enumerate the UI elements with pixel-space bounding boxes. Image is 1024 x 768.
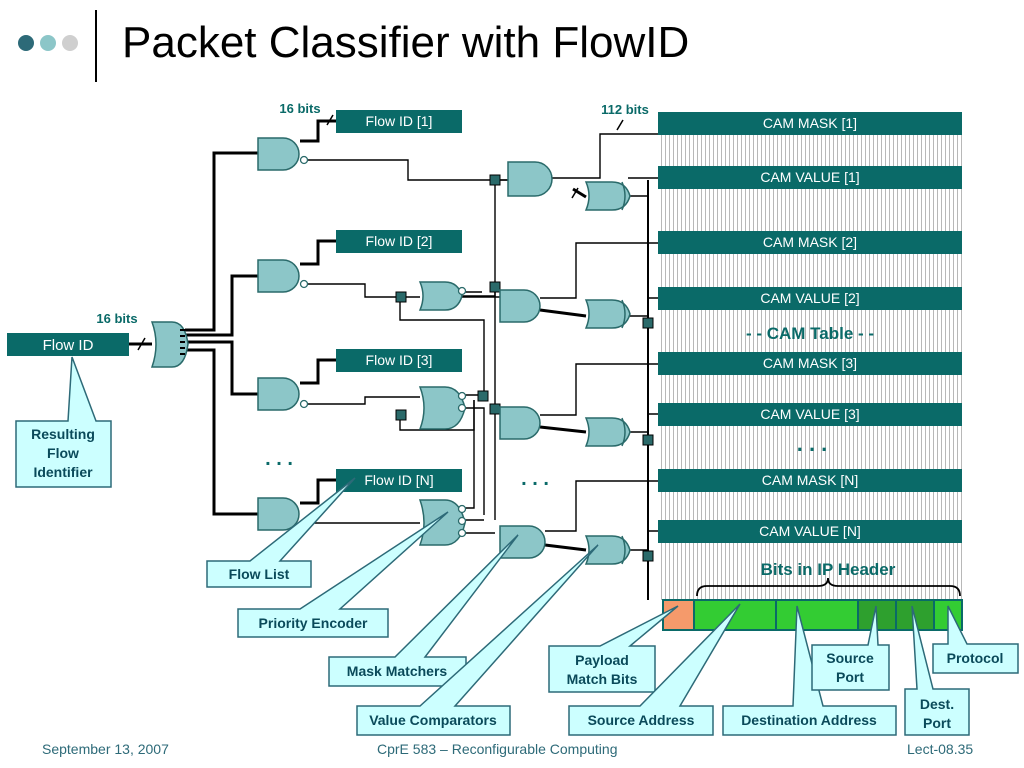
- flow-id-1-box: [336, 110, 462, 133]
- bits112-label: 112 bits: [601, 102, 649, 117]
- flow-id-1-label: Flow ID [1]: [366, 113, 433, 129]
- dots-mid: . . .: [521, 468, 549, 490]
- cam-mask-2-box: [658, 231, 962, 254]
- cam-rows: CAM MASK [1] CAM VALUE [1] CAM MASK [2] …: [658, 112, 962, 543]
- callout-mask-matchers-text: Mask Matchers: [347, 663, 448, 679]
- callout-source-port: [811, 605, 890, 691]
- callout-flow-list: [206, 477, 356, 588]
- footer-course: CprE 583 – Reconfigurable Computing: [377, 741, 618, 757]
- output-or-gate-lines: [180, 329, 185, 355]
- slide-title: Packet Classifier with FlowID: [122, 18, 690, 67]
- callout-payload: [548, 605, 679, 693]
- callout-protocol: [932, 605, 1019, 674]
- cam-mask-3-box: [658, 352, 962, 375]
- dots-left: . . .: [265, 448, 293, 470]
- bits16-left-label: 16 bits: [96, 311, 137, 326]
- cam-mask-1-label: CAM MASK [1]: [763, 115, 857, 131]
- callout-source-address-text: Source Address: [588, 712, 695, 728]
- encoder-bubbles: [457, 286, 467, 538]
- field-source-address: [693, 599, 777, 631]
- flow-id-n-box: [336, 469, 462, 492]
- callout-mask-matchers: [328, 534, 519, 687]
- cam-mask-n-label: CAM MASK [N]: [762, 472, 858, 488]
- flow-id-2-label: Flow ID [2]: [366, 233, 433, 249]
- callout-source-port-line1: Source: [826, 650, 874, 666]
- callout-payload-line1: Payload: [575, 652, 629, 668]
- flow-id-output-box: [7, 333, 129, 356]
- callout-source-address: [568, 603, 741, 736]
- callout-texts: Resulting Flow Identifier Flow List Prio…: [31, 426, 1003, 731]
- field-destination-address: [775, 599, 859, 631]
- callout-resulting-flow: [15, 356, 112, 488]
- callout-value-comparators-text: Value Comparators: [369, 712, 497, 728]
- bits-in-ip-header-label: Bits in IP Header: [761, 560, 896, 579]
- slide-logo: [18, 10, 97, 82]
- bus-width-marks: [137, 114, 624, 351]
- cam-table-label: - - CAM Table - -: [746, 324, 874, 343]
- bits16-top-label: 16 bits: [279, 101, 320, 116]
- callout-resulting-line3: Identifier: [33, 464, 93, 480]
- flow-id-3-box: [336, 349, 462, 372]
- cam-value-1-box: [658, 166, 962, 189]
- cam-value-3-label: CAM VALUE [3]: [760, 406, 859, 422]
- inverter-bubbles: [299, 155, 309, 528]
- ip-header-brace: [696, 577, 961, 597]
- flow-id-output-label: Flow ID: [43, 337, 94, 354]
- callout-dest-port-line1: Dest.: [920, 696, 954, 712]
- callout-resulting-line1: Resulting: [31, 426, 95, 442]
- flow-id-boxes: Flow ID [1] Flow ID [2] Flow ID [3] Flow…: [336, 110, 462, 492]
- callout-priority-encoder: [237, 511, 449, 638]
- cam-mask-3-label: CAM MASK [3]: [763, 355, 857, 371]
- callouts: [15, 356, 1019, 736]
- cam-value-2-box: [658, 287, 962, 310]
- callout-destination-address: [722, 605, 897, 736]
- callout-protocol-text: Protocol: [947, 650, 1004, 666]
- thin-wires: [308, 133, 658, 551]
- callout-payload-line2: Match Bits: [567, 671, 638, 687]
- callout-source-port-line2: Port: [836, 669, 864, 685]
- output-or-gate: [150, 321, 189, 368]
- cam-value-n-box: [658, 520, 962, 543]
- callout-dest-port-line2: Port: [923, 715, 951, 731]
- footer-lecture: Lect-08.35: [907, 741, 974, 757]
- cam-value-2-label: CAM VALUE [2]: [760, 290, 859, 306]
- cam-mask-n-box: [658, 469, 962, 492]
- cam-bus-junctions: [642, 317, 654, 562]
- callout-dest-port: [904, 605, 970, 736]
- cam-mask-1-box: [658, 112, 962, 135]
- cam-mask-2-label: CAM MASK [2]: [763, 234, 857, 250]
- cam-value-1-label: CAM VALUE [1]: [760, 169, 859, 185]
- callout-value-comparators: [356, 544, 599, 736]
- flow-id-3-label: Flow ID [3]: [366, 352, 433, 368]
- callout-priority-encoder-text: Priority Encoder: [259, 615, 368, 631]
- callout-resulting-line2: Flow: [47, 445, 79, 461]
- callout-flow-list-text: Flow List: [229, 566, 290, 582]
- flow-id-n-label: Flow ID [N]: [364, 472, 433, 488]
- cam-value-n-label: CAM VALUE [N]: [759, 523, 861, 539]
- cam-value-3-box: [658, 403, 962, 426]
- callout-destination-address-text: Destination Address: [741, 712, 877, 728]
- priority-encoder-gates: [418, 281, 466, 546]
- wire-junctions: [395, 174, 501, 421]
- mask-matcher-gates: [499, 161, 553, 559]
- thick-wires: [129, 119, 587, 552]
- value-comparator-gates: [584, 181, 631, 565]
- cam-dots: . . .: [797, 431, 828, 456]
- flow-id-2-box: [336, 230, 462, 253]
- and-gates-flow: [257, 137, 300, 531]
- footer-date: September 13, 2007: [42, 741, 169, 757]
